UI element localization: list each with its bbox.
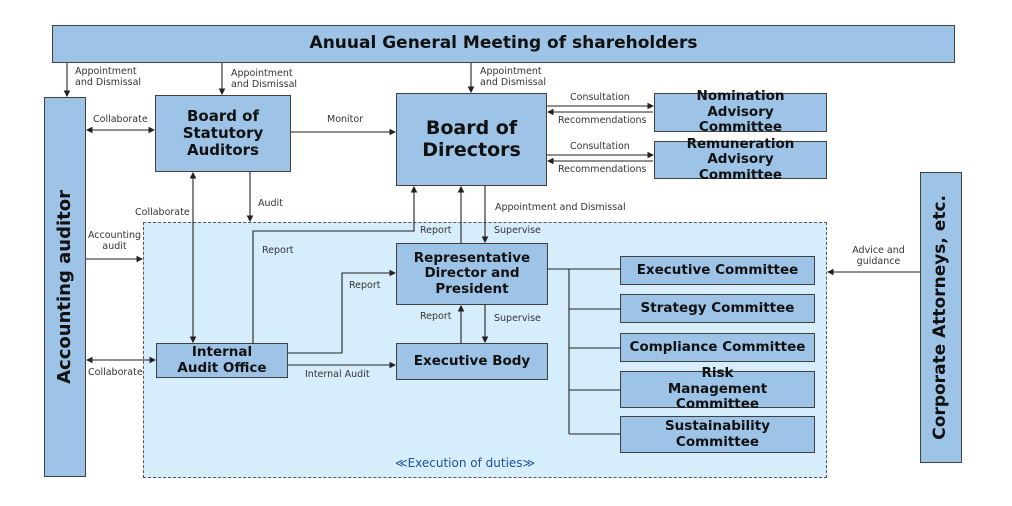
label-collaborate: Collaborate — [135, 207, 190, 218]
label-advice: Advice and guidance — [852, 245, 905, 268]
nomination-committee-box: Nomination Advisory Committee — [654, 88, 827, 135]
label-supervise: Supervise — [494, 225, 541, 236]
label-supervise: Supervise — [494, 313, 541, 324]
label-audit: Audit — [258, 198, 283, 209]
label-recommendations: Recommendations — [558, 164, 647, 175]
label-report: Report — [262, 245, 294, 256]
execution-of-duties-label: ≪Execution of duties≫ — [395, 456, 536, 470]
label-appointment: Appointment and Dismissal — [495, 202, 626, 213]
board-of-directors-box: Board of Directors — [396, 93, 547, 186]
statutory-auditors-box: Board of Statutory Auditors — [155, 95, 291, 172]
label-appointment: Appointment and Dismissal — [231, 68, 298, 91]
sustainability-committee-box: Sustainability Committee — [620, 416, 815, 453]
label-consultation: Consultation — [570, 92, 630, 103]
compliance-committee-box: Compliance Committee — [620, 333, 815, 362]
label-consultation: Consultation — [570, 141, 630, 152]
label-collaborate: Collaborate — [93, 114, 148, 125]
label-report: Report — [420, 225, 452, 236]
agm-box: Anuual General Meeting of shareholders — [52, 25, 955, 63]
internal-audit-office-box: Internal Audit Office — [156, 343, 288, 378]
label-report: Report — [420, 311, 452, 322]
executive-body-box: Executive Body — [396, 343, 548, 380]
executive-committee-box: Executive Committee — [620, 256, 815, 285]
rep-director-box: Representative Director and President — [396, 243, 548, 305]
strategy-committee-box: Strategy Committee — [620, 294, 815, 323]
label-appointment: Appointment and Dismissal — [75, 66, 142, 89]
risk-committee-box: Risk Management Committee — [620, 365, 815, 412]
label-report: Report — [349, 280, 381, 291]
label-internal-audit: Internal Audit — [305, 369, 370, 380]
label-monitor: Monitor — [327, 114, 364, 125]
label-recommendations: Recommendations — [558, 115, 647, 126]
label-appointment: Appointment and Dismissal — [480, 66, 547, 89]
label-accounting-audit: Accounting audit — [87, 230, 142, 253]
label-collaborate: Collaborate — [88, 367, 143, 378]
accounting-auditor-box: Accounting auditor — [44, 97, 86, 477]
attorneys-box: Corporate Attorneys, etc. — [920, 172, 962, 463]
